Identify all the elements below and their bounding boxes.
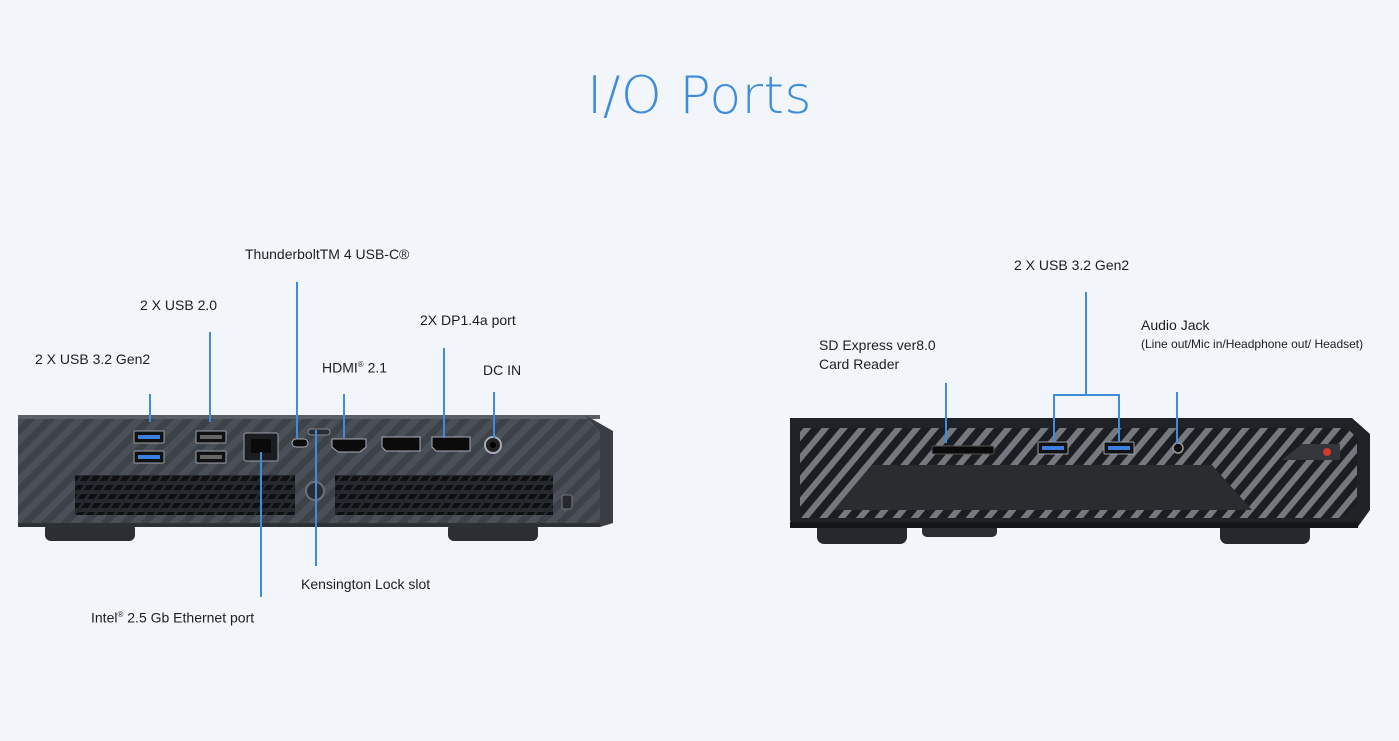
- front-usb32-leader-bar: [1053, 394, 1120, 396]
- rear-usb20-leader: [209, 332, 211, 422]
- kensington-label: Kensington Lock slot: [301, 576, 431, 592]
- dp-leader: [443, 348, 445, 438]
- page-title: I/O Ports: [587, 66, 812, 126]
- rear-usb32-leader: [149, 394, 151, 422]
- dp-label: 2X DP1.4a port: [420, 312, 516, 328]
- front-usb32-leader-stem: [1085, 292, 1087, 395]
- hdmi-name: HDMI: [322, 359, 358, 376]
- side-button-icon: [561, 494, 573, 510]
- power-button[interactable]: [1282, 444, 1340, 460]
- ethernet-mark: ®: [117, 610, 124, 619]
- rear-foot-left: [45, 523, 135, 541]
- front-usb32-leader-right: [1118, 394, 1120, 442]
- rear-foot-right: [448, 523, 538, 541]
- audio-jack-leader: [1176, 392, 1178, 444]
- audio-jack-port: [1172, 442, 1184, 454]
- kensington-leader: [315, 430, 317, 566]
- front-usb32-label: 2 X USB 3.2 Gen2: [1014, 257, 1130, 273]
- rear-usb32-label: 2 X USB 3.2 Gen2: [35, 351, 151, 367]
- sd-card-slot: [931, 445, 995, 455]
- hdmi-mark: ®: [357, 360, 364, 369]
- rear-vent-right: [335, 475, 553, 515]
- dp-port-1: [381, 436, 421, 452]
- ethernet-label: Intel® 2.5 Gb Ethernet port: [91, 605, 254, 628]
- hdmi-label: HDMI® 2.1: [322, 355, 387, 378]
- thunderbolt-port: [291, 438, 309, 448]
- hdmi-leader: [343, 394, 345, 438]
- ethernet-brand: Intel: [91, 609, 118, 626]
- front-panel-device: [790, 418, 1370, 544]
- thunderbolt-leader: [296, 282, 298, 438]
- thunderbolt-label: ThunderboltTM 4 USB-C®: [245, 246, 410, 262]
- front-usb32-leader-left: [1053, 394, 1055, 442]
- dp-port-2: [431, 436, 471, 452]
- power-led-icon: [1323, 448, 1331, 456]
- dc-in-label: DC IN: [483, 362, 522, 378]
- audio-jack-title: Audio Jack: [1141, 317, 1210, 333]
- sd-leader: [945, 383, 947, 443]
- hdmi-version: 2.1: [367, 359, 388, 376]
- ethernet-leader: [260, 452, 262, 597]
- sd-label-line2: Card Reader: [819, 356, 900, 372]
- audio-jack-detail: (Line out/Mic in/Headphone out/ Headset): [1141, 337, 1364, 351]
- dc-in-leader: [493, 392, 495, 438]
- ethernet-rest: 2.5 Gb Ethernet port: [127, 609, 255, 626]
- rear-vent-left: [75, 475, 295, 515]
- front-center-panel: [834, 465, 1252, 510]
- hdmi-port: [331, 438, 367, 453]
- sd-label-line1: SD Express ver8.0: [819, 337, 936, 353]
- rear-usb20-label: 2 X USB 2.0: [140, 297, 218, 313]
